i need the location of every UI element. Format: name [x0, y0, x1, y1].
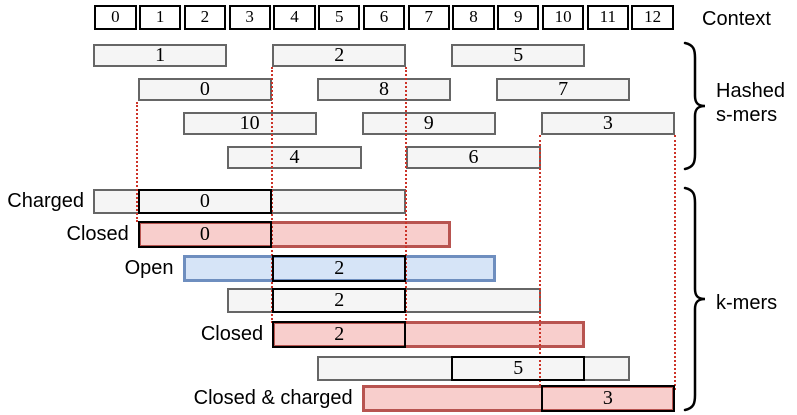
context-cell: 12 — [631, 5, 674, 30]
guide-line — [673, 135, 676, 390]
kmer-row-label: Closed — [66, 223, 129, 245]
smer-box: 9 — [361, 112, 496, 135]
minimizer-box: 0 — [137, 221, 273, 248]
guide-line — [136, 102, 139, 222]
kmer-row-label: Charged — [7, 190, 84, 212]
kmer-bar-closed — [361, 385, 675, 412]
context-cell: 1 — [138, 5, 182, 30]
context-cell: 9 — [497, 5, 540, 30]
kmers-section-label: k-mers — [716, 292, 778, 314]
hashed-smers-section-label: Hashed s-mers — [716, 80, 785, 126]
guide-line — [539, 135, 542, 386]
minimizer-box: 5 — [451, 356, 586, 381]
smer-box: 4 — [227, 146, 362, 169]
kmer-bar-closed — [137, 221, 452, 248]
kmer-row-label: Open — [124, 257, 174, 279]
context-cell: 4 — [273, 5, 316, 30]
kmer-row-label: Closed — [200, 323, 264, 345]
context-cell: 3 — [228, 5, 271, 30]
smer-box: 1 — [93, 44, 228, 67]
hashed-smers-brace-icon — [683, 41, 706, 171]
minimizer-box: 2 — [272, 255, 407, 282]
smer-box: 10 — [182, 112, 317, 135]
kmers-brace-icon — [683, 186, 706, 412]
smer-box: 6 — [406, 146, 541, 169]
smer-box: 7 — [495, 78, 631, 101]
guide-line — [405, 67, 408, 323]
minimizer-box: 2 — [272, 288, 407, 313]
context-cell: 2 — [183, 5, 227, 30]
smer-box: 8 — [316, 78, 452, 101]
minimizer-box: 2 — [272, 321, 407, 348]
context-cell: 10 — [541, 5, 585, 30]
minimizer-box: 0 — [137, 189, 273, 214]
kmer-bar-closed — [272, 321, 586, 348]
context-label: Context — [702, 8, 771, 30]
smer-box: 0 — [137, 78, 273, 101]
smer-box: 5 — [451, 44, 586, 67]
context-cell: 8 — [452, 5, 495, 30]
minimizer-box: 3 — [540, 385, 675, 412]
context-cell: 5 — [318, 5, 361, 30]
context-cell: 6 — [362, 5, 406, 30]
context-cell: 0 — [94, 5, 137, 30]
context-cell: 11 — [586, 5, 630, 30]
kmer-row-label: Closed & charged — [193, 387, 353, 409]
context-cell: 7 — [407, 5, 450, 30]
smer-box: 2 — [272, 44, 407, 67]
smer-box: 3 — [540, 112, 675, 135]
